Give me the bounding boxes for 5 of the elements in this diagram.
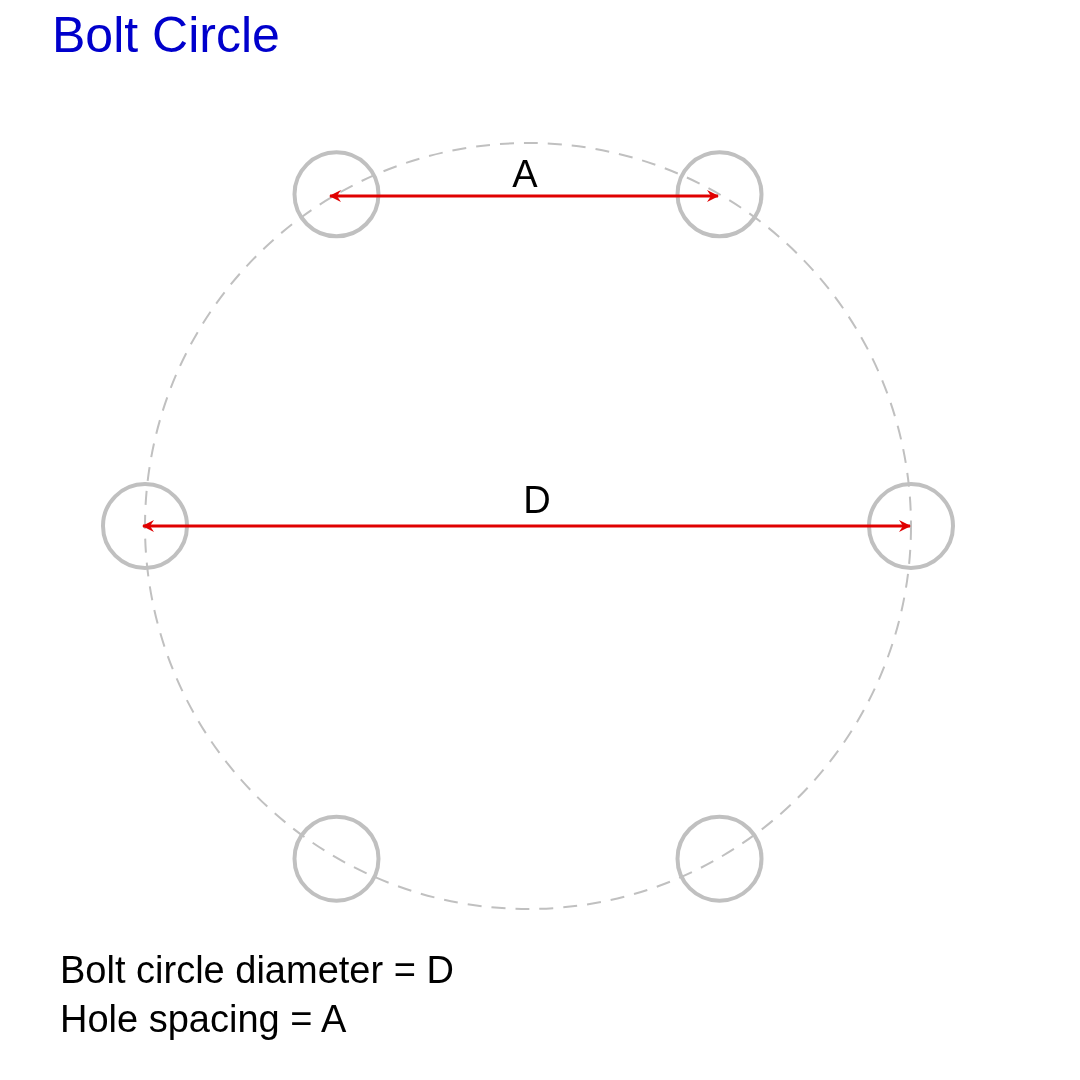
dimension-label: A bbox=[512, 154, 538, 196]
note: Bolt circle diameter = D bbox=[60, 950, 454, 992]
dimension-label: D bbox=[523, 480, 551, 522]
note: Hole spacing = A bbox=[60, 999, 347, 1041]
title: Bolt Circle bbox=[52, 8, 280, 63]
